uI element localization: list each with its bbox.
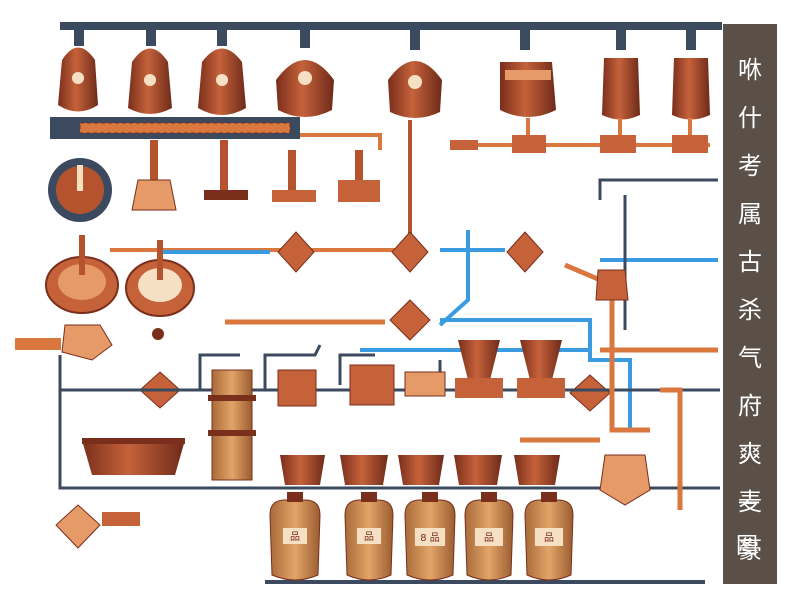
title-glyph: 麦 [738,488,762,516]
kettle-3 [198,30,246,115]
bottom-glyph: 图 [736,534,759,559]
kettle-2 [128,30,172,114]
storage-jars: 品 品 8 品 品 品 [269,492,574,581]
title-glyph: 属 [738,200,762,228]
mid-devices [208,340,565,481]
mixing-bowls [45,235,195,340]
title-glyph: 杀 [738,296,762,324]
gauge-dial [48,158,112,222]
ceiling-beam [60,22,722,30]
jar-3-label: 8 品 [420,532,440,544]
bottom-left-valve [55,504,140,549]
title-sidebar: 咻 什 考 属 古 杀 气 府 爽 麦 豪 [723,24,777,584]
right-pipes [520,262,718,510]
title-glyph: 爽 [738,440,762,468]
title-glyph: 气 [738,344,762,372]
jar-5: 品 [524,492,574,581]
trough [82,438,185,475]
kettle-1 [58,30,98,112]
title-glyph: 古 [738,248,762,276]
left-pump [15,324,113,361]
jar-2-label: 品 [364,531,374,543]
jar-5-label: 品 [544,532,554,544]
title-glyph: 咻 [738,56,762,84]
kettle-5 [388,30,442,118]
title-glyph: 什 [738,104,762,132]
blue-pipes [160,230,718,430]
jar-3: 8 品 [404,492,456,581]
kettle-4 [276,30,334,117]
jar-1: 品 [269,492,321,581]
kettle-7 [602,30,640,120]
title-glyph: 豪 [738,536,762,564]
top-kettles [58,30,710,120]
mid-fixtures [131,120,412,240]
jar-4-label: 品 [484,532,494,544]
kettle-6 [500,30,556,117]
dash-glyph: 一 [738,492,761,517]
jar-4: 品 [464,492,514,581]
right-bottom-valve [599,454,651,506]
title-glyph: 府 [738,392,762,420]
bowl-row [280,455,560,485]
kettle-8 [672,30,710,120]
top-pipes [300,118,710,150]
conveyor-belt [50,117,300,139]
top-collectors [450,135,708,153]
jar-2: 品 [344,492,394,581]
right-tank [595,269,629,301]
title-glyph: 考 [738,152,762,180]
floor-line [265,580,705,584]
jar-1-label: 品 [290,531,300,543]
